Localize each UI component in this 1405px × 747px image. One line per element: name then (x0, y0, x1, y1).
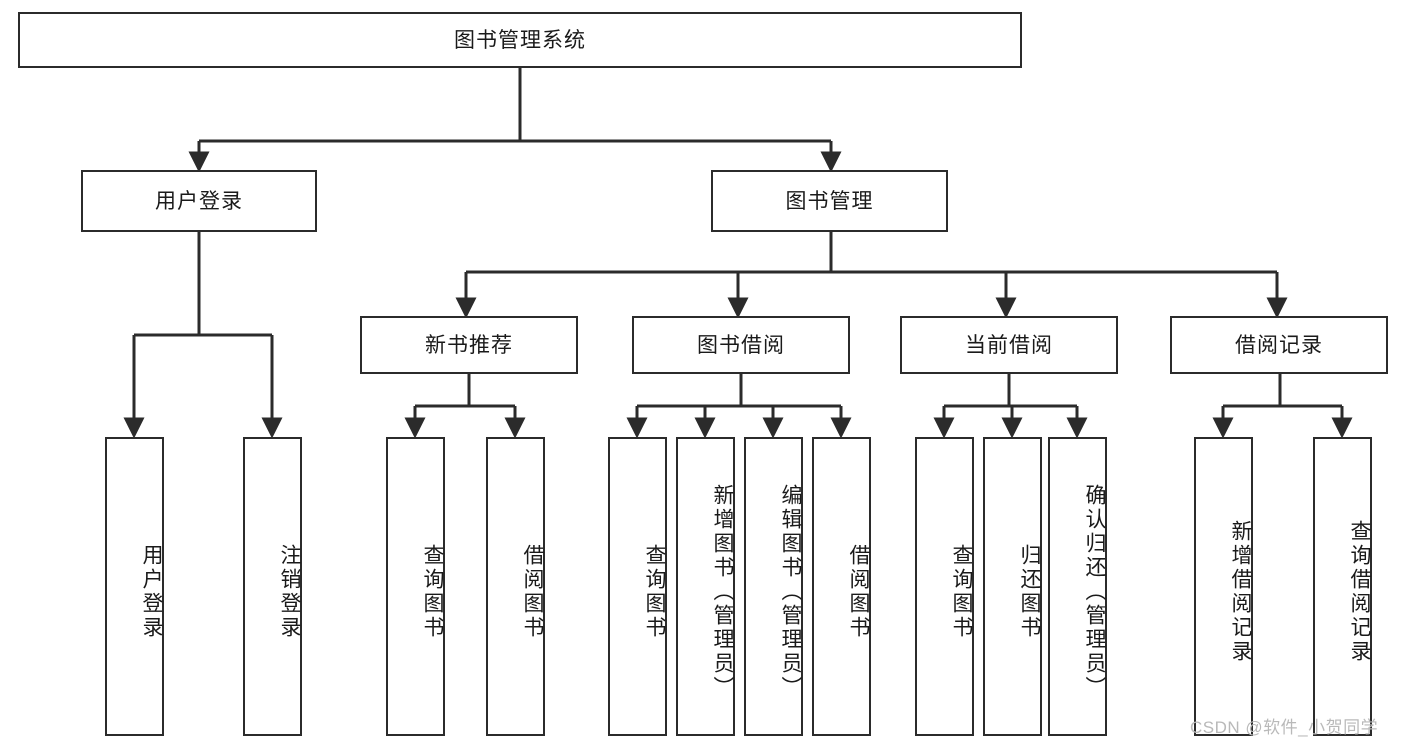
node-user-login-label: 用户登录 (155, 189, 243, 213)
node-root[interactable]: 图书管理系统 (18, 12, 1022, 68)
node-book-management[interactable]: 图书管理 (711, 170, 948, 232)
leaf-user-login[interactable]: 用户登录 (105, 437, 164, 736)
csdn-watermark: CSDN @软件_小贺同学 (1190, 718, 1379, 737)
leaf-borrow-add-book[interactable]: 新增图书（管理员） (676, 437, 735, 736)
leaf-newbook-borrow-book[interactable]: 借阅图书 (486, 437, 545, 736)
leaf-records-query-record[interactable]: 查询借阅记录 (1313, 437, 1372, 736)
node-current-borrow[interactable]: 当前借阅 (900, 316, 1118, 374)
node-book-borrow[interactable]: 图书借阅 (632, 316, 850, 374)
node-borrow-records-label: 借阅记录 (1235, 333, 1323, 357)
leaf-newbook-query-book[interactable]: 查询图书 (386, 437, 445, 736)
node-new-book-recommend[interactable]: 新书推荐 (360, 316, 578, 374)
leaf-user-logout-label: 注销登录 (278, 543, 301, 640)
leaf-borrow-edit-book-label: 编辑图书（管理员） (779, 483, 802, 700)
node-current-borrow-label: 当前借阅 (965, 333, 1053, 357)
node-user-login[interactable]: 用户登录 (81, 170, 317, 232)
leaf-current-confirm-return-label: 确认归还（管理员） (1083, 483, 1106, 700)
leaf-current-query-book[interactable]: 查询图书 (915, 437, 974, 736)
leaf-user-logout[interactable]: 注销登录 (243, 437, 302, 736)
leaf-current-return-book[interactable]: 归还图书 (983, 437, 1042, 736)
leaf-current-query-book-label: 查询图书 (950, 543, 973, 640)
leaf-records-add-record[interactable]: 新增借阅记录 (1194, 437, 1253, 736)
leaf-borrow-add-book-label: 新增图书（管理员） (711, 483, 734, 700)
leaf-borrow-edit-book[interactable]: 编辑图书（管理员） (744, 437, 803, 736)
leaf-borrow-borrow-book-label: 借阅图书 (847, 543, 870, 640)
leaf-borrow-query-book-label: 查询图书 (643, 543, 666, 640)
leaf-user-login-label: 用户登录 (140, 543, 163, 640)
node-root-label: 图书管理系统 (454, 28, 586, 52)
leaf-current-confirm-return[interactable]: 确认归还（管理员） (1048, 437, 1107, 736)
leaf-newbook-borrow-book-label: 借阅图书 (521, 543, 544, 640)
node-borrow-records[interactable]: 借阅记录 (1170, 316, 1388, 374)
leaf-records-query-record-label: 查询借阅记录 (1348, 519, 1371, 664)
node-book-management-label: 图书管理 (785, 189, 874, 213)
leaf-current-return-book-label: 归还图书 (1018, 543, 1041, 640)
node-book-borrow-label: 图书借阅 (697, 333, 785, 357)
leaf-borrow-borrow-book[interactable]: 借阅图书 (812, 437, 871, 736)
leaf-records-add-record-label: 新增借阅记录 (1229, 519, 1252, 664)
node-new-book-recommend-label: 新书推荐 (425, 333, 513, 357)
leaf-borrow-query-book[interactable]: 查询图书 (608, 437, 667, 736)
leaf-newbook-query-book-label: 查询图书 (421, 543, 444, 640)
